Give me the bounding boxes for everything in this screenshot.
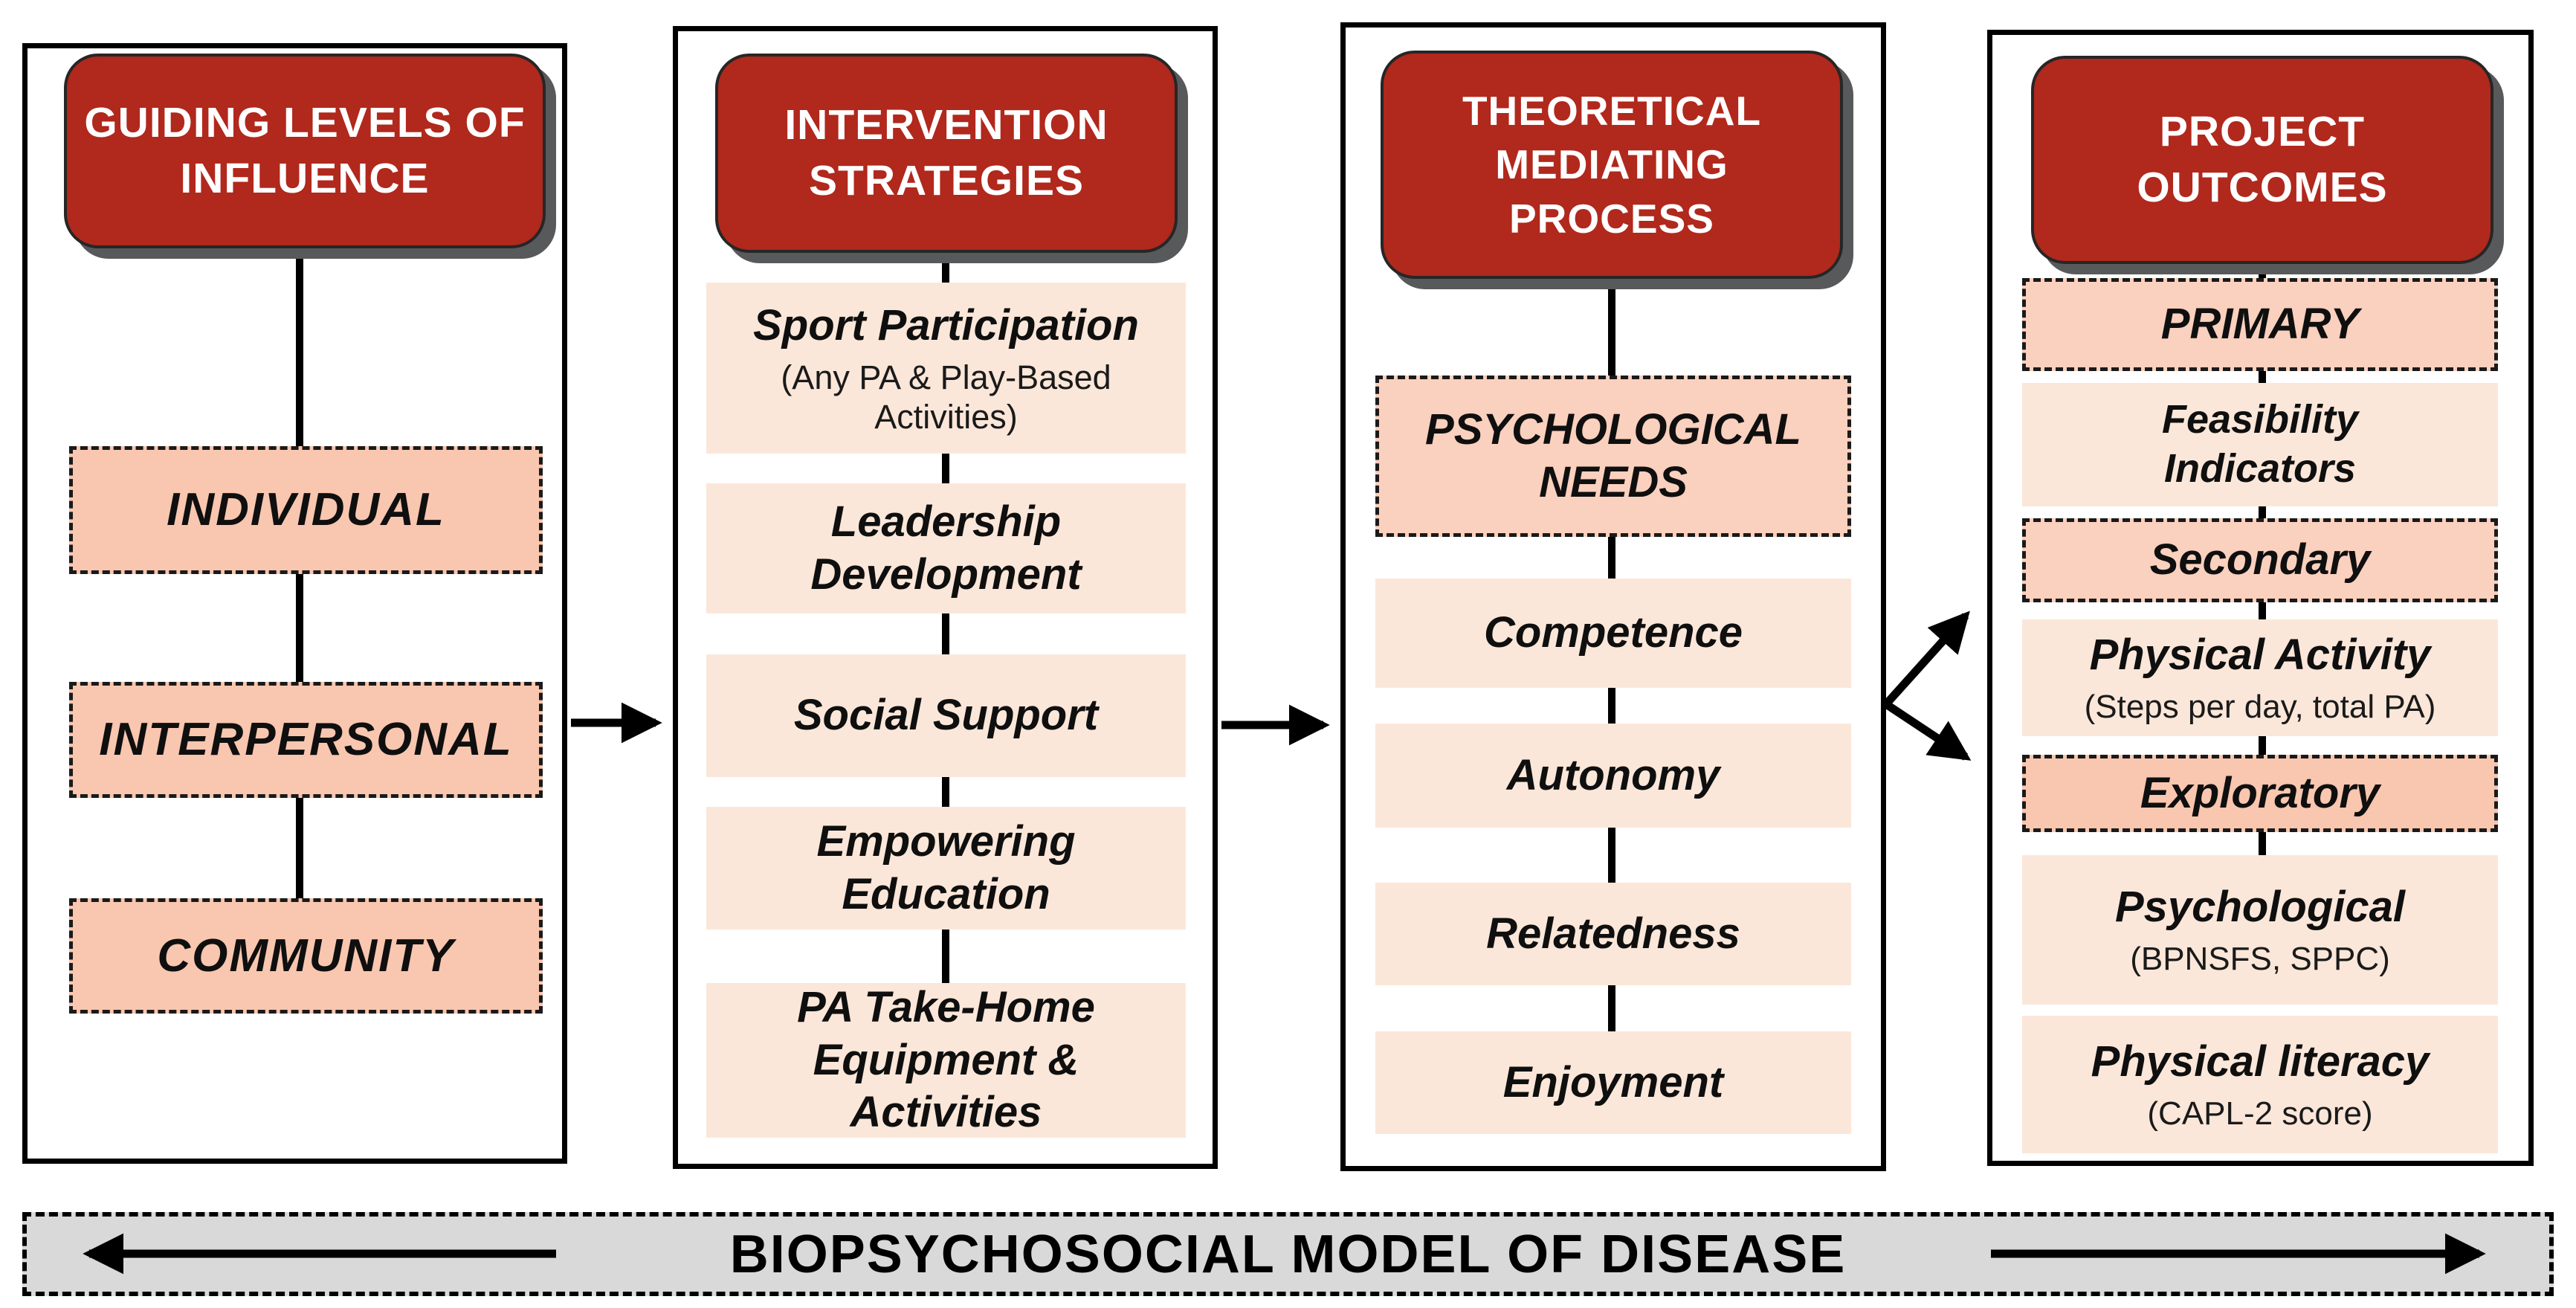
box-psychological-outcome: Psychological (BPNSFS, SPPC) (2022, 855, 2498, 1005)
box-interpersonal: INTERPERSONAL (69, 682, 543, 798)
box-autonomy: Autonomy (1375, 724, 1851, 828)
box-feasibility-indicators: Feasibility Indicators (2022, 383, 2498, 506)
box-sport-participation-label: Sport Participation (753, 300, 1139, 349)
box-community: COMMUNITY (69, 898, 543, 1014)
box-physical-activity: Physical Activity (Steps per day, total … (2022, 619, 2498, 736)
box-physical-literacy-sublabel: (CAPL-2 score) (2147, 1095, 2373, 1132)
box-social-support: Social Support (706, 654, 1186, 777)
box-social-support-label: Social Support (793, 691, 1099, 740)
box-autonomy-label: Autonomy (1506, 750, 1720, 799)
box-sport-participation: Sport Participation (Any PA & Play-Based… (706, 283, 1186, 454)
biopsychosocial-banner-label: BIOPSYCHOSOCIAL MODEL OF DISEASE (729, 1224, 1847, 1284)
box-individual-label: INDIVIDUAL (167, 484, 445, 536)
box-exploratory-outcome-label: Exploratory (2140, 768, 2380, 817)
header-theoretical-mediating-process: THEORETICAL MEDIATING PROCESS (1381, 51, 1843, 279)
box-empowering-education-label: Empowering Education (816, 816, 1076, 918)
box-psychological-outcome-label: Psychological (2114, 883, 2406, 932)
box-physical-literacy-label: Physical literacy (2091, 1037, 2430, 1086)
box-enjoyment: Enjoyment (1375, 1031, 1851, 1134)
box-psychological-needs-label: PSYCHOLOGICAL NEEDS (1425, 405, 1801, 506)
box-psychological-outcome-sublabel: (BPNSFS, SPPC) (2130, 940, 2390, 977)
arrow-col3-to-secondary (1882, 610, 1970, 707)
box-enjoyment-label: Enjoyment (1502, 1057, 1724, 1106)
box-exploratory-outcome: Exploratory (2022, 755, 2498, 832)
box-empowering-education: Empowering Education (706, 807, 1186, 930)
box-sport-participation-sublabel: (Any PA & Play-Based Activities) (781, 358, 1111, 436)
box-relatedness-label: Relatedness (1486, 909, 1740, 958)
header-project-outcomes: PROJECT OUTCOMES (2031, 56, 2493, 264)
box-pa-take-home-equipment-label: PA Take-Home Equipment & Activities (797, 982, 1095, 1137)
header-guiding-levels-of-influence: GUIDING LEVELS OF INFLUENCE (64, 54, 546, 248)
box-secondary-outcome-label: Secondary (2149, 535, 2371, 584)
box-interpersonal-label: INTERPERSONAL (99, 714, 513, 766)
box-primary-outcome-label: PRIMARY (2160, 300, 2360, 349)
box-community-label: COMMUNITY (157, 930, 455, 982)
box-physical-activity-sublabel: (Steps per day, total PA) (2084, 688, 2436, 725)
box-individual: INDIVIDUAL (69, 446, 543, 574)
header-intervention-strategies: INTERVENTION STRATEGIES (715, 54, 1178, 253)
connector-line-column2 (942, 253, 949, 985)
box-physical-literacy: Physical literacy (CAPL-2 score) (2022, 1016, 2498, 1153)
box-competence: Competence (1375, 579, 1851, 688)
box-relatedness: Relatedness (1375, 883, 1851, 985)
box-leadership-development: Leadership Development (706, 483, 1186, 613)
box-leadership-development-label: Leadership Development (810, 497, 1082, 599)
box-psychological-needs: PSYCHOLOGICAL NEEDS (1375, 376, 1851, 537)
box-primary-outcome: PRIMARY (2022, 278, 2498, 371)
biopsychosocial-banner: BIOPSYCHOSOCIAL MODEL OF DISEASE (22, 1212, 2554, 1296)
box-pa-take-home-equipment: PA Take-Home Equipment & Activities (706, 983, 1186, 1138)
box-physical-activity-label: Physical Activity (2089, 631, 2431, 680)
box-feasibility-indicators-label: Feasibility Indicators (2161, 397, 2359, 491)
box-secondary-outcome: Secondary (2022, 518, 2498, 602)
box-competence-label: Competence (1483, 608, 1743, 657)
connector-line-column1 (296, 248, 303, 900)
arrow-col3-to-exploratory (1883, 700, 1972, 761)
